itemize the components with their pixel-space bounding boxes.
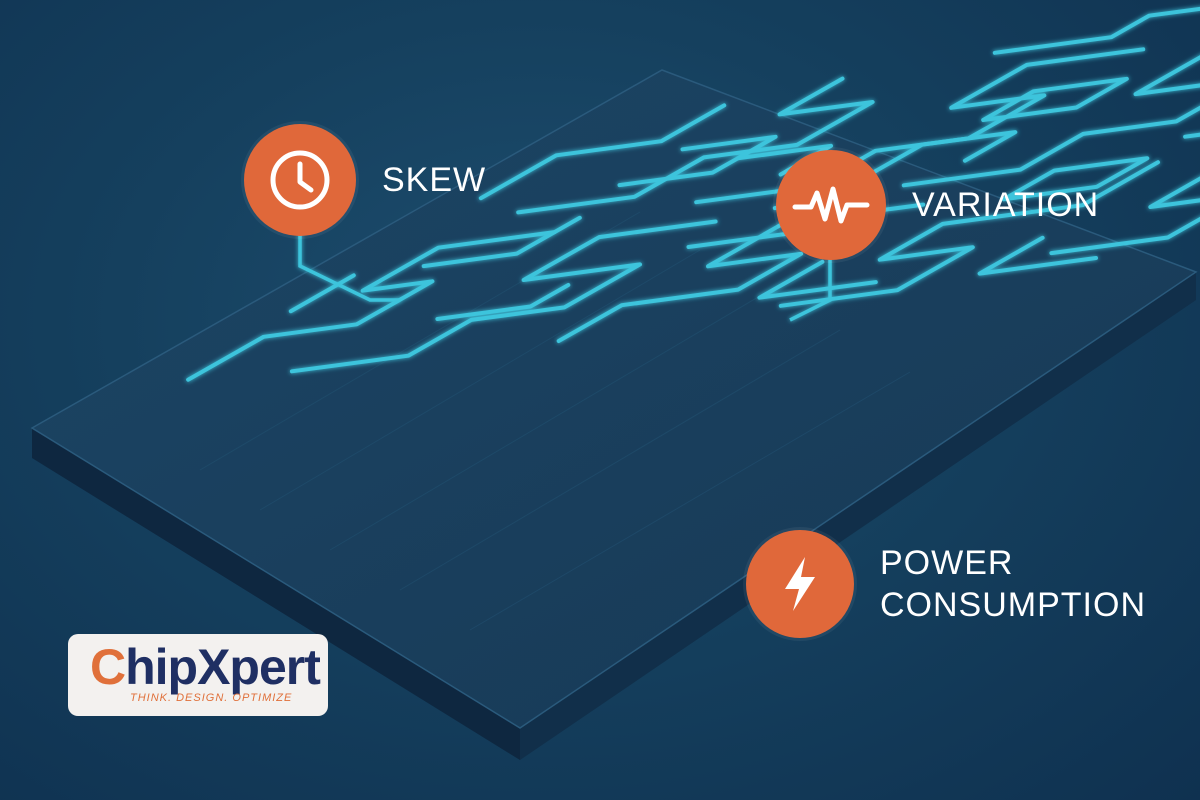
trace-22 xyxy=(288,273,356,314)
callout-variation: VARIATION xyxy=(776,150,1099,260)
trace-0 xyxy=(186,230,557,382)
trace-16 xyxy=(1001,156,1150,202)
trace-3 xyxy=(289,219,718,374)
trace-13 xyxy=(421,215,582,269)
lightning-bolt-icon xyxy=(746,530,854,638)
power-label-line1: POWER xyxy=(880,544,1014,582)
skew-label: SKEW xyxy=(382,161,487,199)
callout-skew: SKEW xyxy=(244,124,486,236)
trace-20 xyxy=(977,235,1098,276)
logo-tagline: THINK. DESIGN. OPTIMIZE xyxy=(130,692,293,704)
clock-icon xyxy=(244,124,356,236)
trace-9 xyxy=(778,160,1160,308)
power-label-line2: CONSUMPTION xyxy=(880,586,1146,624)
board-side-left xyxy=(32,428,520,760)
trace-11 xyxy=(1049,176,1200,256)
trace-19 xyxy=(869,130,1018,176)
trace-5 xyxy=(992,6,1200,55)
power-consumption-label: POWER CONSUMPTION xyxy=(880,542,1146,626)
callout-power-consumption: POWER CONSUMPTION xyxy=(746,530,1146,638)
board-etch xyxy=(199,211,911,631)
logo-wordmark: ChipXpert xyxy=(90,638,321,696)
board-top xyxy=(30,69,1198,729)
board-side-right xyxy=(520,272,1196,760)
trace-17 xyxy=(617,134,778,188)
trace-7 xyxy=(901,55,1200,188)
variation-leader-line xyxy=(789,258,832,322)
skew-leader-line xyxy=(298,232,400,302)
logo-wordmark-rest: hipXpert xyxy=(125,639,321,695)
trace-1 xyxy=(516,76,875,215)
waveform-icon xyxy=(776,150,886,260)
trace-14 xyxy=(435,283,571,321)
trace-24 xyxy=(757,259,878,300)
variation-label: VARIATION xyxy=(912,186,1100,224)
chipxpert-logo: ChipXpert THINK. DESIGN. OPTIMIZE xyxy=(68,634,328,716)
trace-2 xyxy=(478,103,727,201)
trace-15 xyxy=(981,76,1129,122)
callout-leaders xyxy=(298,232,832,322)
logo-first-letter: C xyxy=(90,639,126,695)
